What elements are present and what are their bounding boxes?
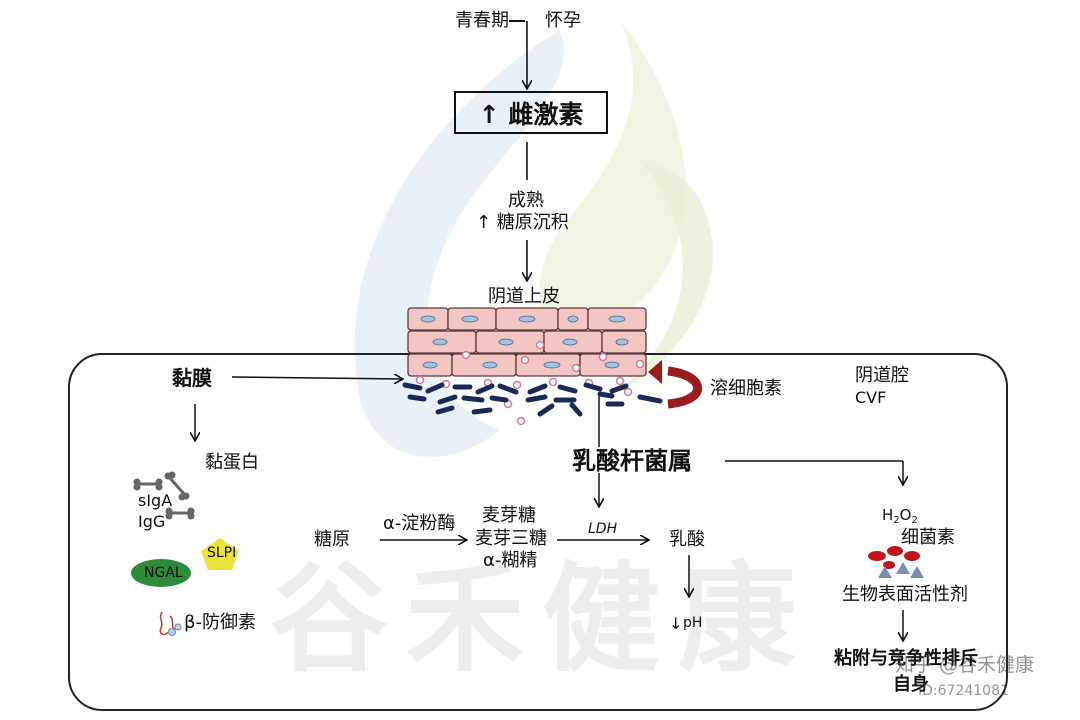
mucosa-label: 黏膜 — [172, 366, 212, 390]
glycogen-label: 糖原 — [314, 529, 350, 550]
epithelium-label: 阴道上皮 — [488, 286, 560, 307]
antibody-icons — [133, 471, 195, 520]
mucin-label: 黏蛋白 — [205, 452, 259, 473]
dextrin-label: α-糊精 — [483, 550, 538, 571]
igg-label: IgG — [138, 512, 166, 531]
lactobacillus-label: 乳酸杆菌属 — [572, 447, 692, 475]
glycogen-granules — [415, 340, 645, 426]
lactobacillus-rods — [402, 382, 663, 417]
lactic-acid-label: 乳酸 — [669, 529, 705, 550]
siga-label: sIgA — [138, 491, 173, 510]
slpi-shape — [201, 538, 239, 570]
h2o2-label: H2O2 — [882, 506, 918, 526]
brand-watermark: 谷禾健康 — [270, 550, 815, 688]
estrogen-label: ↑ 雌激素 — [478, 99, 584, 129]
defensin-label: β-防御素 — [184, 612, 256, 633]
vaginal-cavity-label: 阴道腔 — [855, 365, 909, 386]
maltose-label: 麦芽糖 — [482, 505, 536, 526]
puberty-label: 青春期 — [455, 10, 509, 31]
bacteriocin-label: 细菌素 — [901, 527, 955, 548]
pregnancy-label: 怀孕 — [545, 10, 581, 31]
ngal-shape — [131, 559, 191, 587]
estrogen-box: ↑ 雌激素 — [454, 91, 608, 134]
cvf-label: CVF — [855, 388, 887, 407]
amylase-label: α-淀粉酶 — [383, 513, 456, 534]
lysin-arrow — [667, 366, 703, 409]
adhesion-label: 粘附与竞争性排斥 — [834, 648, 978, 669]
ph-down-icon: ↓ — [669, 614, 683, 633]
id-watermark: ID:67241081 — [918, 683, 1009, 699]
ngal-label: NGAL — [144, 565, 183, 581]
adhesion-self-label: 自身 — [893, 674, 929, 695]
ph-label: pH — [683, 615, 703, 631]
ldh-label: LDH — [588, 521, 618, 537]
biosurfactant-label: 生物表面活性剂 — [842, 584, 968, 605]
lysin-label: 溶细胞素 — [710, 378, 782, 399]
maturation-label: 成熟 — [508, 190, 544, 211]
cell-nuclei — [420, 315, 629, 369]
slpi-label: SLPI — [207, 545, 237, 561]
site-watermark: 知乎 @谷禾健康 — [895, 654, 1035, 676]
bacteriocin-icon — [868, 546, 924, 578]
glycogen-deposit-label: ↑ 糖原沉积 — [476, 212, 569, 233]
maltotriose-label: 麦芽三糖 — [475, 528, 547, 549]
